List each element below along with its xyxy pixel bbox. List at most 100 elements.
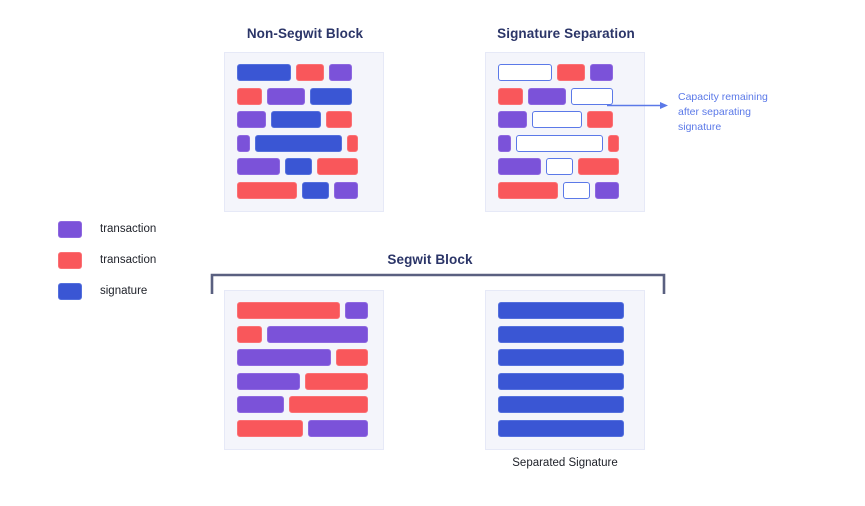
block-cell-tx-purple xyxy=(237,396,284,413)
block-cell-tx-purple xyxy=(498,111,527,128)
block-cell-tx-red xyxy=(326,111,352,128)
non-segwit-block-title: Non-Segwit Block xyxy=(246,26,364,41)
callout-arrow-icon xyxy=(607,102,668,109)
block-row xyxy=(498,111,632,128)
block-cell-tx-purple xyxy=(595,181,619,199)
block-row xyxy=(237,134,371,152)
block-cell-tx-purple xyxy=(498,158,541,175)
block-cell-tx-purple xyxy=(334,181,358,199)
block-row xyxy=(498,396,632,413)
legend-item: signature xyxy=(58,280,156,302)
block-cell-tx-purple xyxy=(329,64,352,81)
block-row xyxy=(498,372,632,390)
block-cell-sig-blue xyxy=(237,64,291,81)
block-row xyxy=(237,181,371,199)
block-row xyxy=(498,134,632,152)
legend: transaction transaction signature xyxy=(58,218,156,311)
legend-label: signature xyxy=(100,285,148,297)
block-cell-tx-red xyxy=(237,325,262,343)
block-cell-tx-red xyxy=(317,158,358,175)
block-cell-tx-purple xyxy=(345,302,368,319)
callout-line-1: Capacity remaining xyxy=(678,91,768,103)
segwit-transactions-panel xyxy=(224,290,384,450)
separated-signature-caption: Separated Signature xyxy=(512,457,618,469)
block-cell-tx-purple xyxy=(237,349,331,366)
block-cell-empty xyxy=(516,134,603,152)
block-row xyxy=(237,111,371,128)
non-segwit-rows xyxy=(237,64,371,199)
block-cell-tx-red xyxy=(305,372,368,390)
block-row xyxy=(237,372,371,390)
block-cell-sig-blue xyxy=(285,158,312,175)
block-cell-tx-purple xyxy=(308,419,368,437)
segwit-signatures-panel xyxy=(485,290,645,450)
block-cell-tx-purple xyxy=(528,87,566,105)
segwit-block-title: Segwit Block xyxy=(387,252,473,267)
legend-label: transaction xyxy=(100,254,157,266)
block-cell-tx-purple xyxy=(498,134,511,152)
legend-swatch-signature-blue xyxy=(58,282,82,300)
block-row xyxy=(498,325,632,343)
block-row xyxy=(237,87,371,105)
block-cell-tx-red xyxy=(498,87,523,105)
block-cell-sig-blue xyxy=(498,325,624,343)
block-cell-tx-red xyxy=(336,349,368,366)
block-cell-sig-blue xyxy=(498,302,624,319)
block-cell-empty xyxy=(498,64,552,81)
block-row xyxy=(237,396,371,413)
block-cell-tx-purple xyxy=(267,325,368,343)
block-cell-tx-red xyxy=(237,302,340,319)
signature-separation-panel xyxy=(485,52,645,212)
callout-line-3: signature xyxy=(678,121,722,133)
legend-item: transaction xyxy=(58,249,156,271)
block-cell-tx-purple xyxy=(237,372,300,390)
block-cell-sig-blue xyxy=(310,87,352,105)
block-row xyxy=(237,302,371,319)
block-row xyxy=(498,419,632,437)
block-cell-tx-red xyxy=(237,419,303,437)
block-cell-tx-purple xyxy=(237,111,266,128)
block-cell-tx-purple xyxy=(237,158,280,175)
block-cell-empty xyxy=(563,181,590,199)
callout-line-2: after separating xyxy=(678,106,751,118)
callout-text: Capacity remaining after separating sign… xyxy=(678,90,818,135)
block-row xyxy=(498,349,632,366)
signature-separation-title: Signature Separation xyxy=(497,26,635,41)
block-cell-tx-purple xyxy=(237,134,250,152)
block-row xyxy=(237,419,371,437)
block-cell-tx-purple xyxy=(590,64,613,81)
non-segwit-block-panel xyxy=(224,52,384,212)
block-cell-tx-red xyxy=(587,111,613,128)
block-row xyxy=(237,158,371,175)
legend-label: transaction xyxy=(100,223,157,235)
block-cell-sig-blue xyxy=(271,111,321,128)
block-row xyxy=(498,181,632,199)
block-cell-sig-blue xyxy=(302,181,329,199)
block-cell-tx-red xyxy=(578,158,619,175)
block-row xyxy=(498,87,632,105)
block-cell-sig-blue xyxy=(498,419,624,437)
block-cell-empty xyxy=(571,87,613,105)
block-cell-tx-red xyxy=(498,181,558,199)
block-cell-sig-blue xyxy=(498,396,624,413)
block-row xyxy=(498,302,632,319)
legend-swatch-transaction-purple xyxy=(58,220,82,238)
block-cell-tx-red xyxy=(557,64,585,81)
block-cell-tx-red xyxy=(289,396,368,413)
signature-separation-rows xyxy=(498,64,632,199)
block-row xyxy=(498,158,632,175)
block-cell-tx-red xyxy=(347,134,358,152)
block-cell-tx-purple xyxy=(267,87,305,105)
block-row xyxy=(498,64,632,81)
segwit-transaction-rows xyxy=(237,302,371,437)
block-cell-sig-blue xyxy=(498,372,624,390)
block-cell-sig-blue xyxy=(255,134,342,152)
block-row xyxy=(237,325,371,343)
block-cell-empty xyxy=(532,111,582,128)
segwit-bracket xyxy=(210,273,666,294)
block-cell-tx-red xyxy=(237,181,297,199)
block-row xyxy=(237,64,371,81)
block-cell-empty xyxy=(546,158,573,175)
block-cell-tx-red xyxy=(237,87,262,105)
